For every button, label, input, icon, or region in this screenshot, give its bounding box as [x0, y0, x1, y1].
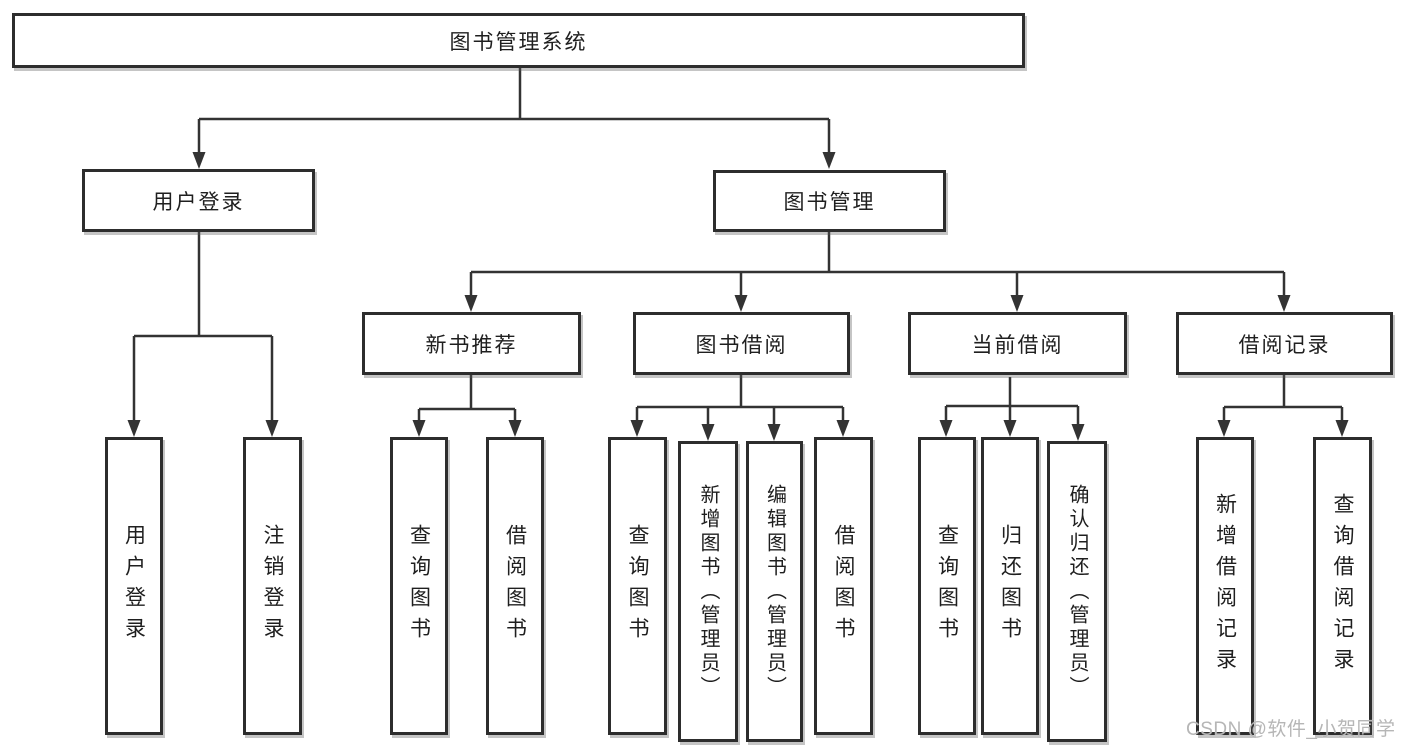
connector-root-to-level2: [197, 68, 831, 156]
leaf-query-borrow-record-label: 查询借阅记录: [1331, 493, 1354, 679]
arrowhead: [1071, 424, 1085, 441]
node-book-management: 图书管理: [713, 170, 946, 232]
node-book-borrow: 图书借阅: [633, 312, 850, 375]
arrowhead: [464, 295, 478, 312]
leaf-query-books-recommend-label: 查询图书: [407, 524, 431, 648]
connector-newbook-to-leaves: [417, 375, 517, 424]
arrowhead: [734, 295, 748, 312]
leaf-add-book-admin: 新增图书（管理员）: [678, 441, 738, 742]
node-borrow-records-label: 借阅记录: [1238, 333, 1331, 357]
leaf-logout: 注销登录: [243, 437, 302, 735]
arrowhead: [508, 420, 522, 437]
leaf-query-borrow-record: 查询借阅记录: [1313, 437, 1372, 735]
connector-currentborrow-to-leaves: [944, 377, 1080, 428]
leaf-user-login-label: 用户登录: [122, 524, 146, 648]
leaf-confirm-return-admin-label: 确认归还（管理员）: [1066, 483, 1088, 700]
connector-records-to-leaves: [1222, 375, 1344, 424]
arrowhead: [1277, 295, 1291, 312]
leaf-return-book-label: 归还图书: [998, 524, 1022, 648]
arrowhead: [1003, 420, 1017, 437]
leaf-borrow-books-recommend: 借阅图书: [486, 437, 544, 735]
arrowhead: [767, 424, 781, 441]
leaf-add-borrow-record: 新增借阅记录: [1196, 437, 1254, 735]
leaf-return-book: 归还图书: [981, 437, 1039, 735]
arrowhead: [939, 420, 953, 437]
leaf-edit-book-admin: 编辑图书（管理员）: [746, 441, 803, 742]
leaf-add-book-admin-label: 新增图书（管理员）: [697, 483, 719, 700]
arrowhead: [127, 420, 141, 437]
arrowhead: [412, 420, 426, 437]
leaf-query-books-borrow-label: 查询图书: [626, 524, 649, 648]
node-new-book-recommend-label: 新书推荐: [425, 333, 518, 357]
leaf-user-login: 用户登录: [105, 437, 163, 735]
arrowhead: [1010, 295, 1024, 312]
connector-bookborrow-to-leaves: [635, 375, 845, 428]
leaf-query-books-borrow: 查询图书: [608, 437, 667, 735]
leaf-borrow-books-label: 借阅图书: [832, 524, 855, 648]
leaf-query-books-recommend: 查询图书: [390, 437, 448, 735]
arrowhead: [630, 420, 644, 437]
leaf-edit-book-admin-label: 编辑图书（管理员）: [763, 483, 786, 700]
leaf-confirm-return-admin: 确认归还（管理员）: [1047, 441, 1107, 742]
node-root-label: 图书管理系统: [449, 30, 588, 54]
arrowhead: [265, 420, 279, 437]
leaf-add-borrow-record-label: 新增借阅记录: [1213, 493, 1237, 679]
arrowhead: [701, 424, 715, 441]
node-user-login-label: 用户登录: [152, 190, 245, 214]
arrowheads: [127, 152, 1349, 441]
arrowhead: [1217, 420, 1231, 437]
arrowhead: [822, 152, 836, 169]
node-borrow-records: 借阅记录: [1176, 312, 1393, 375]
node-book-borrow-label: 图书借阅: [695, 333, 788, 357]
leaf-borrow-books-recommend-label: 借阅图书: [503, 524, 527, 648]
connector-userlogin-to-leaves: [132, 232, 274, 424]
leaf-borrow-books: 借阅图书: [814, 437, 873, 735]
leaf-logout-label: 注销登录: [261, 524, 284, 648]
node-current-borrow-label: 当前借阅: [971, 333, 1064, 357]
node-current-borrow: 当前借阅: [908, 312, 1127, 375]
arrowhead: [192, 152, 206, 169]
leaf-query-books-current: 查询图书: [918, 437, 976, 735]
node-user-login: 用户登录: [82, 169, 315, 232]
arrowhead: [1335, 420, 1349, 437]
connector-bookmgmt-to-level3: [469, 232, 1286, 299]
node-new-book-recommend: 新书推荐: [362, 312, 581, 375]
watermark: CSDN @软件_小贺同学: [1186, 719, 1396, 740]
node-book-management-label: 图书管理: [783, 191, 876, 214]
node-root: 图书管理系统: [12, 13, 1025, 68]
arrowhead: [836, 420, 850, 437]
leaf-query-books-current-label: 查询图书: [935, 524, 959, 648]
